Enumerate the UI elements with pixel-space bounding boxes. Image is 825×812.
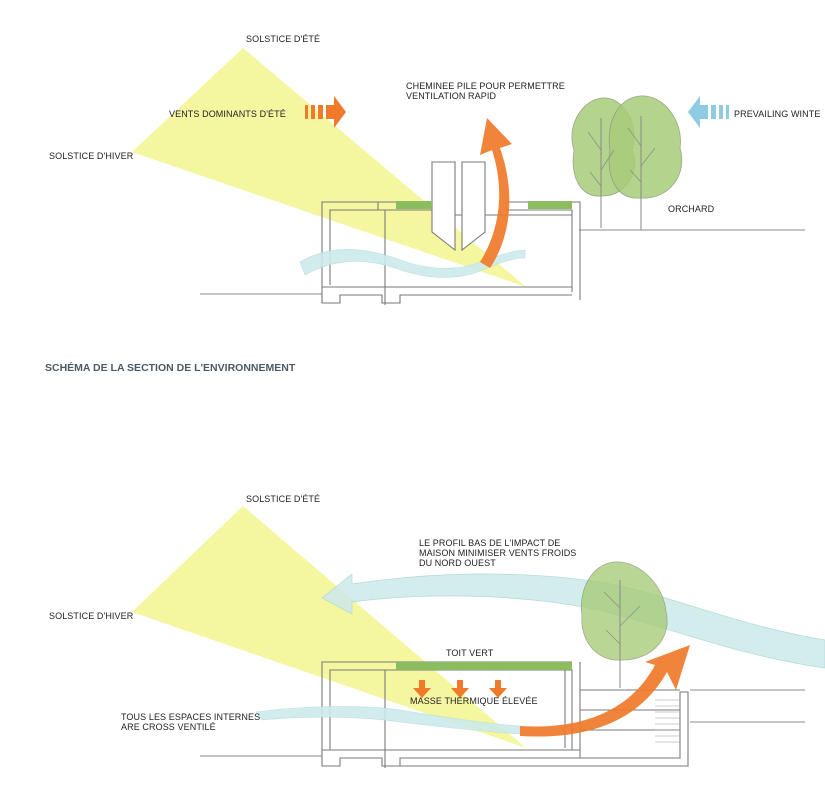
bottom-section-diagram: SOLSTICE D'ÉTÉ SOLSTICE D'HIVER LE PROFI… [49, 494, 825, 768]
summer-solstice-label: SOLSTICE D'ÉTÉ [246, 34, 320, 44]
sun-angle-wedge [132, 48, 526, 287]
cross-vent-label-line2: ARE CROSS VENTILÉ [121, 722, 216, 732]
chimney-label-line2: VENTILATION RAPID [406, 91, 496, 101]
cross-vent-label-line1: TOUS LES ESPACES INTERNES [121, 712, 260, 722]
chimney-label-line1: CHEMINEE PILE POUR PERMETTRE [406, 81, 565, 91]
orchard-trees [571, 95, 682, 230]
summer-wind-arrow [305, 96, 346, 128]
low-profile-label-line1: LE PROFIL BAS DE L'IMPACT DE [419, 538, 560, 548]
winter-solstice-label: SOLSTICE D'HIVER [49, 151, 134, 161]
winter-wind-arrow [688, 96, 729, 128]
green-roof-label: TOIT VERT [446, 648, 494, 658]
warm-air-exhaust-arrow [520, 645, 690, 737]
section-title: SCHÉMA DE LA SECTION DE L'ENVIRONNEMENT [45, 361, 296, 374]
thermal-mass-arrows [413, 680, 507, 698]
winter-winds-label: PREVAILING WINTE [734, 109, 820, 119]
winter-solstice-label-bottom: SOLSTICE D'HIVER [49, 611, 134, 621]
low-profile-label-line3: DU NORD OUEST [419, 558, 496, 568]
stack-ventilation-arrow [480, 118, 512, 268]
top-section-diagram: SOLSTICE D'ÉTÉ SOLSTICE D'HIVER VENTS DO… [49, 34, 820, 305]
orchard-label: ORCHARD [668, 204, 715, 214]
chimney-stack [431, 161, 486, 252]
thermal-mass-label: MASSE THERMIQUE ÉLEVÉE [410, 696, 538, 706]
summer-winds-label: VENTS DOMINANTS D'ÉTÉ [169, 109, 286, 119]
tree-bottom [580, 561, 668, 688]
low-profile-label-line2: MAISON MINIMISER VENTS FROIDS [419, 548, 576, 558]
sun-angle-wedge-bottom [132, 506, 526, 748]
green-roof-right [528, 201, 572, 209]
cross-breeze-stream [299, 249, 526, 278]
summer-solstice-label-bottom: SOLSTICE D'ÉTÉ [246, 494, 320, 504]
green-roof-left [396, 201, 432, 209]
green-roof-bottom [396, 662, 572, 670]
cold-wind-deflection-stream [321, 573, 825, 669]
